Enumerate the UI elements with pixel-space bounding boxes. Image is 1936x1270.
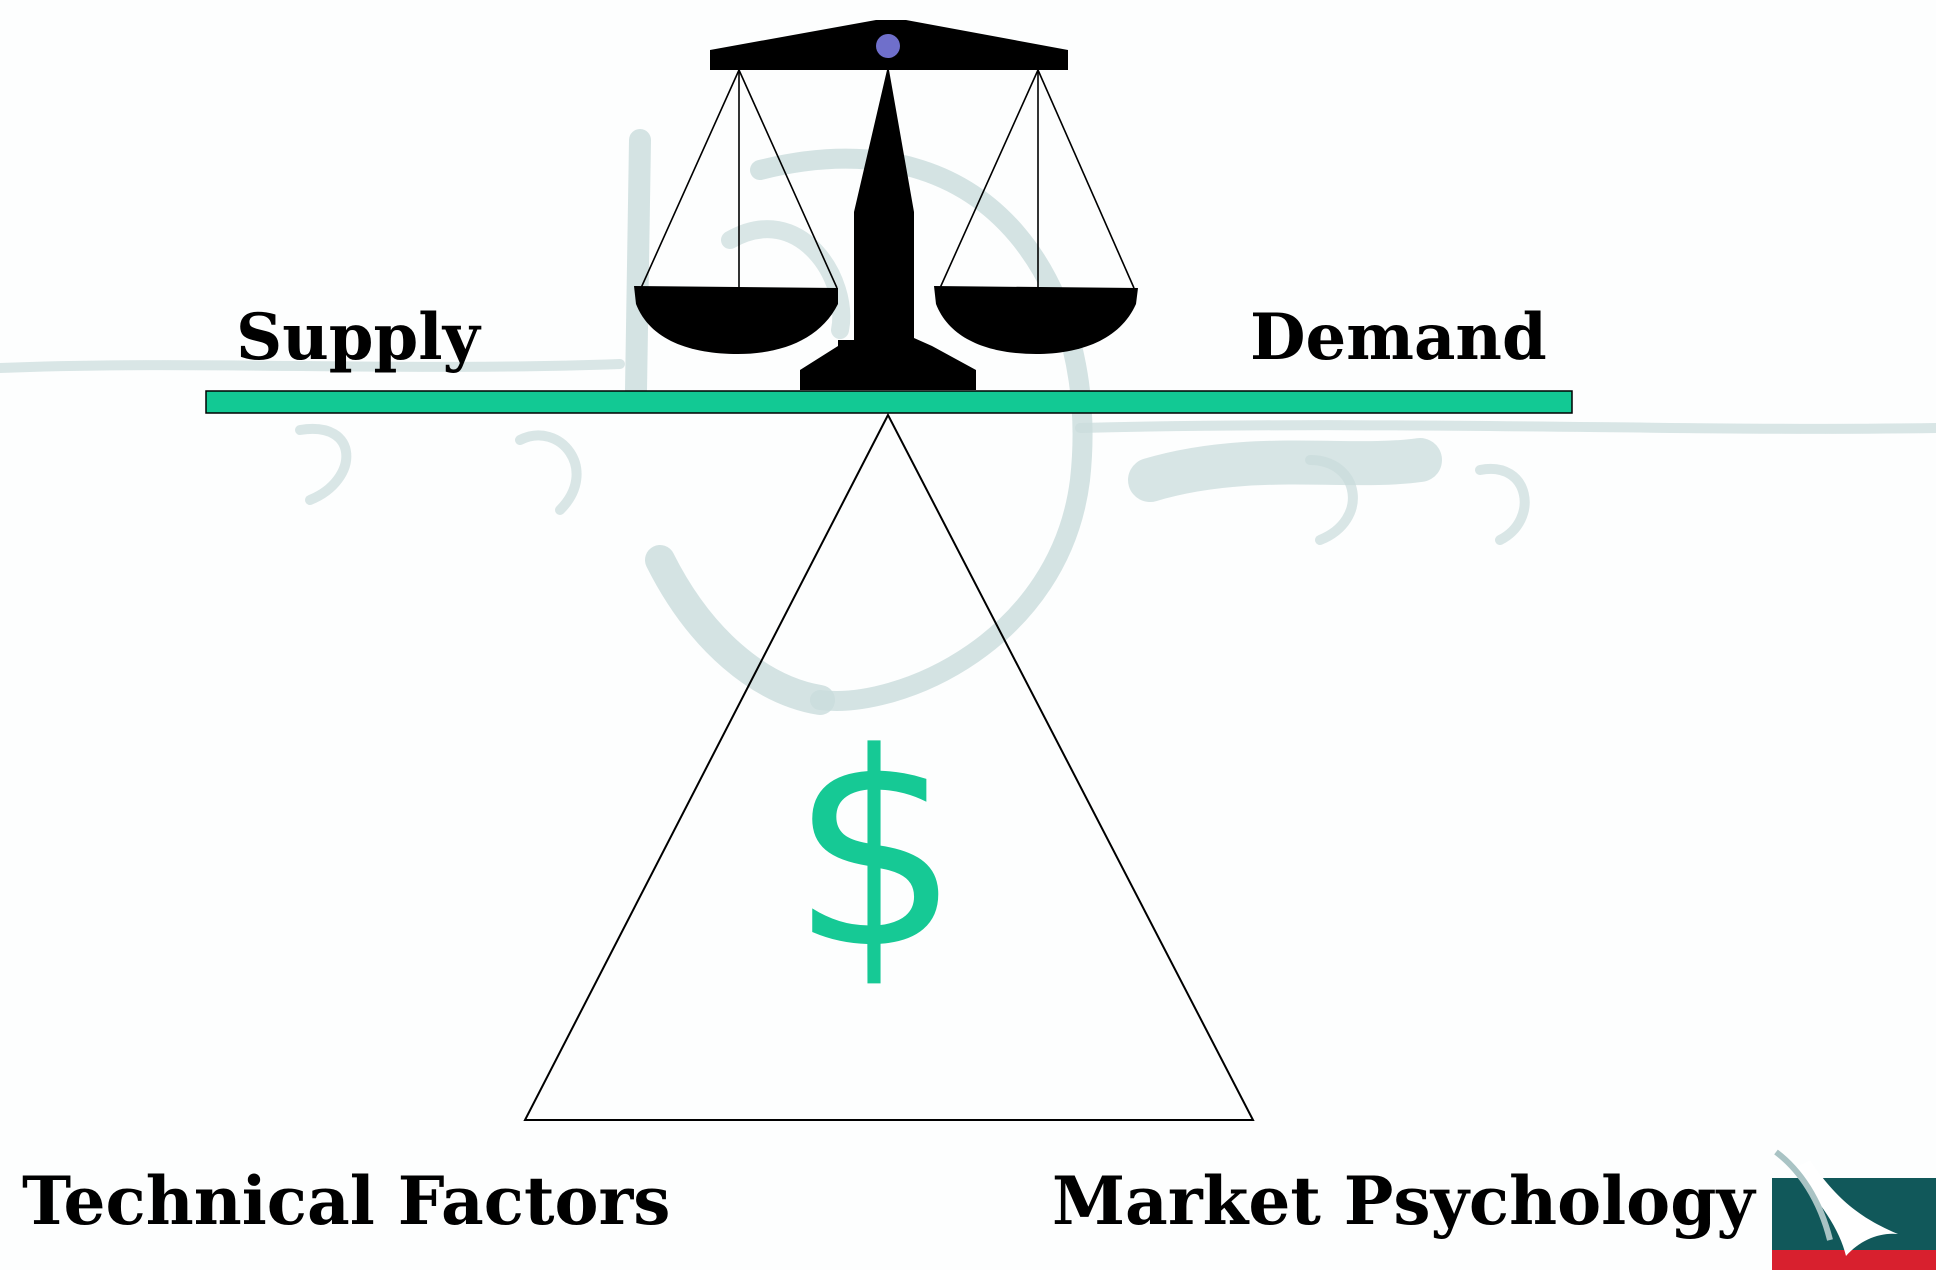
market-psychology-label: Market Psychology	[1052, 1162, 1755, 1240]
balance-beam	[205, 390, 1573, 414]
triangle-fulcrum	[523, 412, 1255, 1121]
dollar-sign: $	[790, 696, 961, 1008]
demand-label: Demand	[1250, 300, 1547, 375]
balance-scale-icon	[634, 20, 1138, 390]
pivot-dot	[876, 34, 900, 58]
logo-icon	[1772, 1149, 1936, 1270]
technical-factors-label: Technical Factors	[22, 1162, 671, 1240]
watermark-seal	[0, 129, 1936, 715]
supply-label: Supply	[236, 300, 480, 375]
